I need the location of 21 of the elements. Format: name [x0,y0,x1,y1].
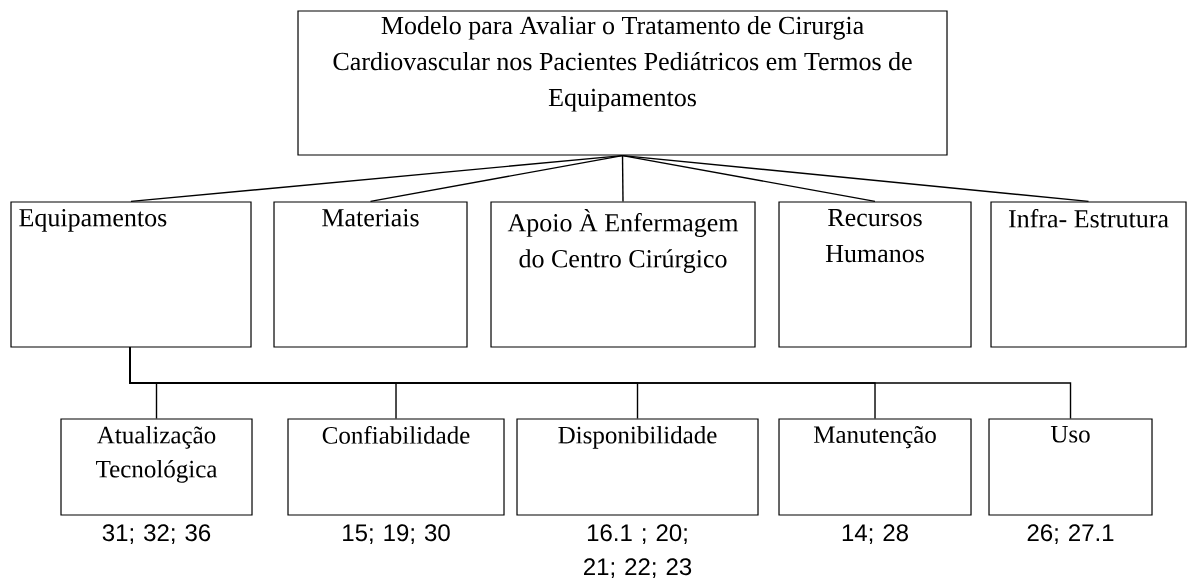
box: Recursos Humanos [778,201,972,348]
reference-numbers: 16.1 ; 20; 21; 22; 23 [584,524,692,579]
reference-numbers: 31; 32; 36 [102,524,211,545]
reference-numbers: 14; 28 [842,524,908,545]
box: Manutenção [778,418,972,516]
box: Equipamentos [10,201,252,348]
reference-numbers: 26; 27.1 [1027,524,1114,545]
box: Disponibilidade [516,418,759,516]
box: Infra- Estrutura [990,201,1187,348]
connector-line [129,346,1072,420]
connector-line [621,154,876,203]
box: Confiabilidade [287,418,505,516]
reference-numbers: 15; 19; 30 [343,524,450,545]
box: Apoio À Enfermagem do Centro Cirúrgico [490,201,756,348]
box: Atualização Tecnológica [60,418,253,516]
connector-line [621,154,624,203]
connector-line [369,154,624,203]
box: Materiais [273,201,468,348]
box: Uso [988,418,1153,516]
connector-line [621,154,1090,203]
box: Modelo para Avaliar o Tratamento de Cirurgia Cardiovascular nos Pacientes Pediátricos em Termos de Equipamentos [297,10,948,156]
